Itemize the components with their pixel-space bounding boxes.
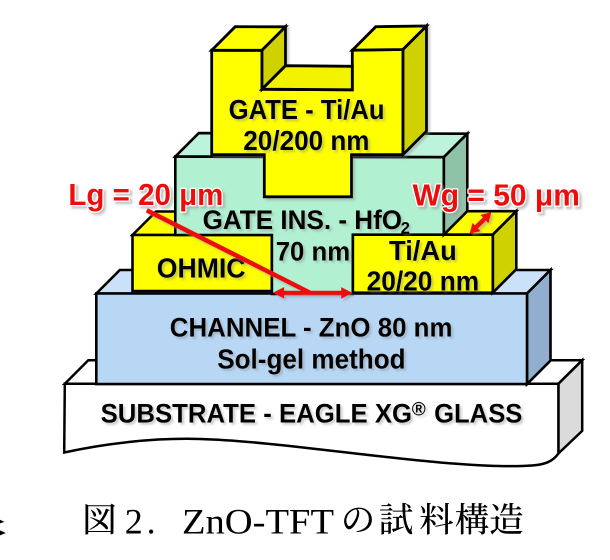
svg-text:OHMIC: OHMIC (157, 252, 246, 283)
svg-text:SUBSTRATE - EAGLE XG: SUBSTRATE - EAGLE XG (101, 399, 413, 429)
svg-text:GLASS: GLASS (434, 399, 522, 429)
svg-text:Sol-gel method: Sol-gel method (217, 344, 405, 375)
svg-text:70 nm: 70 nm (276, 236, 351, 266)
svg-text:Wg = 50 μm: Wg = 50 μm (413, 179, 580, 213)
svg-text:ZnO-TFT: ZnO-TFT (182, 502, 334, 542)
svg-text:CHANNEL - ZnO 80 nm: CHANNEL - ZnO 80 nm (170, 312, 453, 342)
svg-text:Ti/Au: Ti/Au (389, 235, 457, 266)
svg-text:Lg = 20 μm: Lg = 20 μm (68, 178, 223, 212)
svg-text:®: ® (412, 399, 426, 420)
svg-text:2: 2 (401, 220, 410, 238)
svg-text:20/200 nm: 20/200 nm (243, 125, 369, 156)
svg-text:2: 2 (125, 502, 143, 542)
svg-text:20/20 nm: 20/20 nm (367, 265, 480, 296)
svg-text:GATE INS. - HfO: GATE INS. - HfO (203, 205, 403, 235)
svg-text:.: . (147, 502, 156, 542)
svg-text:GATE - Ti/Au: GATE - Ti/Au (229, 94, 385, 125)
